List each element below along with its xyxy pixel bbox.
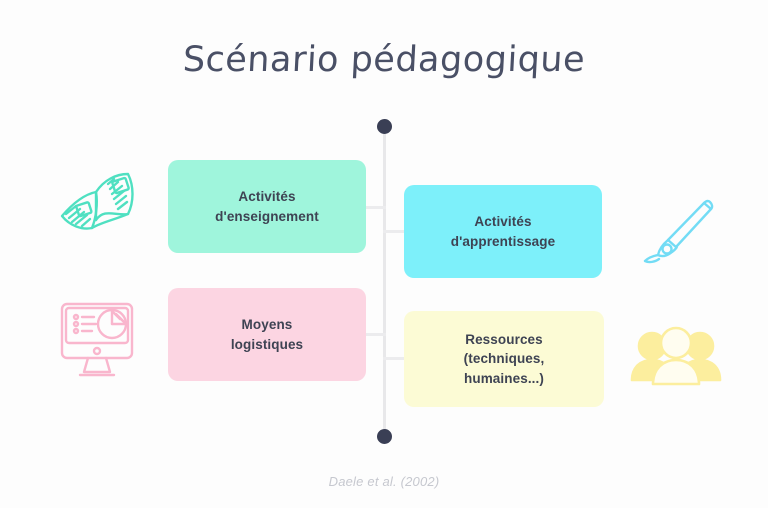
connector-moyens-logistiques [362,333,386,336]
page-title: Scénario pédagogique [181,40,587,80]
node-label-activites-apprentissage: Activités d'apprentissage [450,213,556,249]
timeline-dot-bottom [377,429,392,444]
node-label-activites-enseignement: Activités d'enseignement [215,188,319,224]
connector-activites-apprentissage [383,230,407,233]
node-activites-enseignement[interactable]: Activités d'enseignement [168,160,366,253]
node-label-moyens-logistiques: Moyens logistiques [230,316,304,352]
timeline-dot-top [377,119,392,134]
connector-activites-enseignement [362,206,386,209]
node-ressources[interactable]: Ressources (techniques, humaines...) [404,311,604,407]
node-moyens-logistiques[interactable]: Moyens logistiques [168,288,366,381]
node-activites-apprentissage[interactable]: Activités d'apprentissage [404,185,602,278]
source-caption: Daele et al. (2002) [328,474,440,489]
open-book-icon [52,160,144,257]
node-label-ressources: Ressources (techniques, humaines...) [463,331,545,386]
desktop-chart-icon [50,290,146,391]
paintbrush-icon [634,192,724,287]
group-people-icon [626,322,726,409]
timeline-spine [383,126,386,438]
connector-ressources [383,357,407,360]
